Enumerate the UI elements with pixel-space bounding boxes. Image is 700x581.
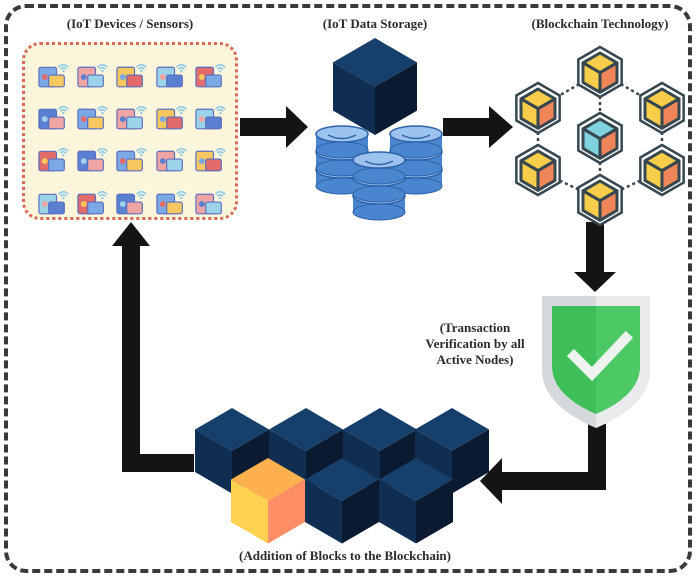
bathtub-icon [113, 55, 148, 93]
health-phone-lock-icon [35, 182, 70, 220]
blockchain-blocks-icon [195, 408, 489, 544]
irrigation-icon [35, 97, 70, 135]
node-cube [581, 117, 619, 160]
network-node-upper-left [515, 81, 561, 135]
smart-city-network-icon [113, 182, 148, 220]
workflow-frame [4, 4, 692, 573]
iot-cloud-icon [35, 139, 70, 177]
monitor-device-icon [74, 182, 109, 220]
node-cube [643, 149, 681, 192]
drone-delivery-icon [153, 97, 188, 135]
network-node-upper-right [639, 81, 685, 135]
crowd-icon [153, 55, 188, 93]
node-cube [581, 51, 619, 94]
node-cube [519, 87, 557, 130]
car-location-icon [192, 97, 227, 135]
blockchain-network-icon [515, 45, 685, 227]
phone-remote-icon [153, 182, 188, 220]
truck-icon [74, 97, 109, 135]
trash-bin-icon [74, 55, 109, 93]
database-stack-icon [315, 125, 443, 221]
chip-sensor-icon [192, 182, 227, 220]
node-cube [581, 179, 619, 222]
data-storage-label: (IoT Data Storage) [322, 16, 428, 31]
chain-block-5 [231, 458, 305, 544]
node-cube [519, 149, 557, 192]
verification-shield-icon [542, 296, 650, 428]
robot-arm-icon [192, 139, 227, 177]
smart-car-tablet-icon [113, 139, 148, 177]
chain-block-6 [305, 458, 379, 544]
node-cube [643, 87, 681, 130]
arrow-addition-to-devices [112, 222, 194, 472]
arrow-verification-to-addition [480, 424, 606, 504]
arrow-blockchain-to-verification [574, 222, 616, 292]
chain-block-7 [379, 458, 453, 544]
iot-devices-label: (IoT Devices / Sensors) [66, 16, 194, 31]
iot-icon-grid [35, 55, 227, 215]
network-node-bottom [577, 173, 623, 227]
database-front [352, 151, 406, 221]
bus-icon [35, 55, 70, 93]
arrow-storage-to-blockchain [443, 106, 513, 148]
checkmark-icon [566, 330, 634, 382]
verification-label: (Transaction Verification by all Active … [425, 320, 525, 367]
drone-field-icon [113, 97, 148, 135]
arrow-devices-to-storage [240, 106, 308, 148]
laptop-phone-icon [153, 139, 188, 177]
smart-home-phone-icon [74, 139, 109, 177]
storage-cube [333, 38, 417, 136]
addition-label: (Addition of Blocks to the Blockchain) [239, 548, 451, 563]
storage-cube-icon [333, 38, 417, 136]
network-node-center [577, 111, 623, 165]
iot-devices-panel [22, 42, 238, 220]
network-node-top [577, 45, 623, 99]
network-node-lower-left [515, 143, 561, 197]
blockchain-tech-label: (Blockchain Technology) [531, 16, 669, 31]
fountain-icon [192, 55, 227, 93]
network-node-lower-right [639, 143, 685, 197]
